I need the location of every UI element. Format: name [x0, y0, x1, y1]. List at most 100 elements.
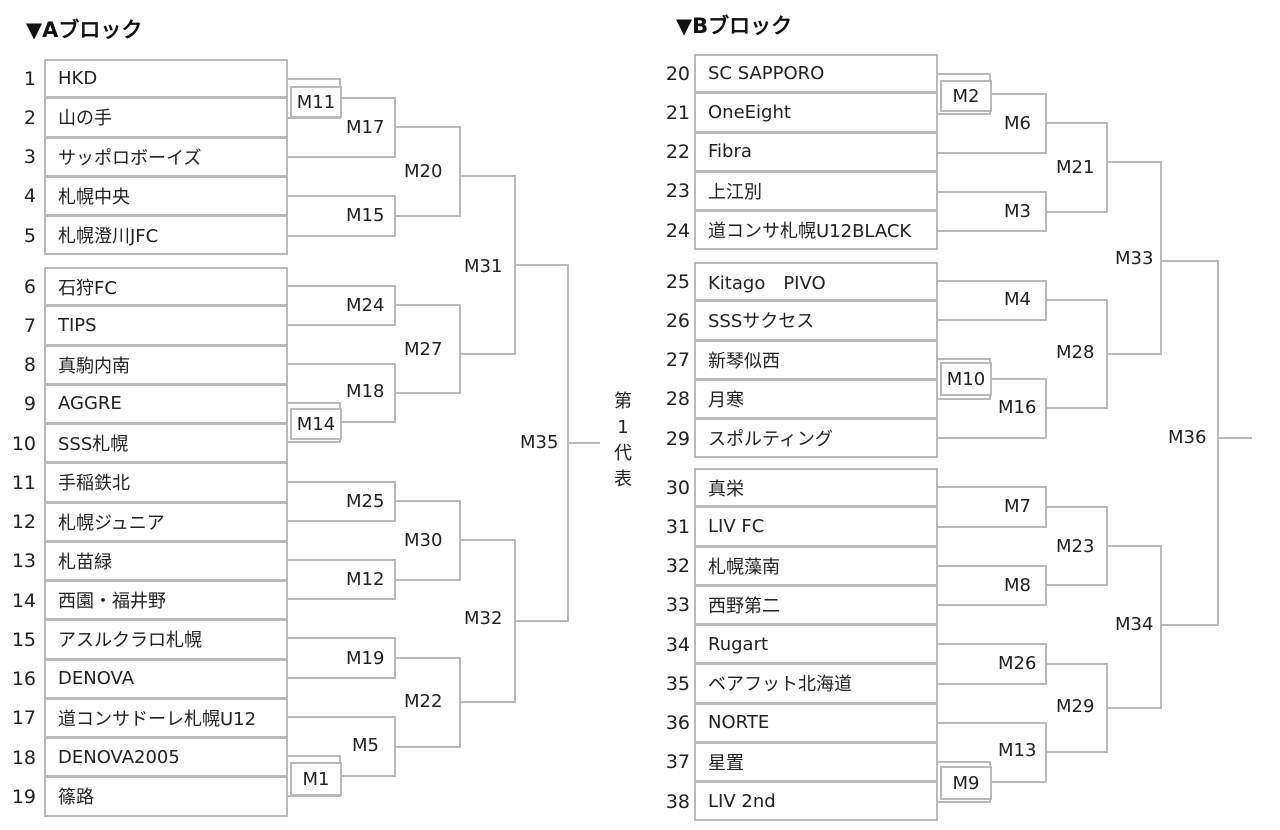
match-label: M21	[1056, 157, 1095, 178]
team-name: 真栄	[694, 468, 938, 508]
team-seed-number: 3	[23, 146, 36, 169]
team-seed-number: 6	[23, 275, 36, 298]
team-name: 札幌藻南	[694, 545, 938, 586]
team-name: 篠路	[44, 776, 288, 817]
team-seed-number: 18	[11, 746, 36, 769]
team-seed-number: 21	[665, 101, 690, 124]
team-seed-number: 20	[665, 62, 690, 85]
team-seed-number: 12	[11, 511, 36, 534]
match-label: M11	[290, 86, 342, 118]
team-seed-number: 23	[665, 180, 690, 203]
team-seed-number: 38	[665, 790, 690, 813]
connector-m36	[1161, 260, 1219, 626]
connector-m34	[1107, 545, 1162, 709]
team-name: スポルティング	[694, 418, 938, 459]
first-representative-char: 1	[617, 417, 629, 438]
match-label: M3	[1004, 201, 1031, 222]
match-label: M30	[404, 530, 443, 551]
team-seed-number: 31	[665, 515, 690, 538]
match-label: M14	[290, 408, 342, 440]
first-representative-char: 代	[614, 443, 632, 464]
team-name: ベアフット北海道	[694, 663, 938, 704]
team-seed-number: 22	[665, 141, 690, 164]
match-label: M27	[404, 339, 443, 360]
team-seed-number: 29	[665, 427, 690, 450]
team-seed-number: 24	[665, 219, 690, 242]
team-name: SC SAPPORO	[694, 54, 938, 94]
team-name: 星置	[694, 741, 938, 782]
match-label: M12	[346, 569, 385, 590]
team-seed-number: 19	[11, 785, 36, 808]
team-name: DENOVA2005	[44, 737, 288, 778]
team-seed-number: 14	[11, 589, 36, 612]
team-name: 西野第二	[694, 584, 938, 625]
team-seed-number: 5	[23, 224, 36, 247]
team-name: SSS札幌	[44, 423, 288, 464]
match-label: M26	[998, 653, 1037, 674]
team-name: 札幌中央	[44, 175, 288, 216]
team-name: 札幌澄川JFC	[44, 215, 288, 256]
team-name: OneEight	[694, 92, 938, 133]
team-name: 西園・福井野	[44, 580, 288, 621]
first-representative-char: 表	[614, 469, 632, 490]
match-label: M7	[1004, 496, 1031, 517]
block-a-title: ▼Aブロック	[26, 18, 143, 42]
match-label: M35	[520, 432, 559, 453]
match-label: M19	[346, 648, 385, 669]
team-name: 札幌ジュニア	[44, 501, 288, 542]
team-name: 道コンサ札幌U12BLACK	[694, 210, 938, 251]
team-name: TIPS	[44, 305, 288, 346]
team-name: 新琴似西	[694, 339, 938, 380]
match-label: M29	[1056, 696, 1095, 717]
match-label: M34	[1115, 614, 1154, 635]
team-seed-number: 9	[23, 393, 36, 416]
team-name: LIV 2nd	[694, 781, 938, 822]
team-name: Kitago PIVO	[694, 262, 938, 302]
team-seed-number: 26	[665, 309, 690, 332]
connector-m21	[1046, 122, 1108, 213]
block-b-title: ▼Bブロック	[676, 14, 793, 38]
match-label: M18	[346, 381, 385, 402]
match-label: M10	[940, 362, 992, 396]
match-label: M20	[404, 161, 443, 182]
match-label: M2	[940, 80, 992, 112]
match-label: M25	[346, 491, 385, 512]
team-seed-number: 28	[665, 388, 690, 411]
connector-m20	[395, 126, 461, 217]
match-label: M28	[1056, 342, 1095, 363]
team-seed-number: 17	[11, 707, 36, 730]
team-seed-number: 2	[23, 106, 36, 129]
match-label: M6	[1004, 113, 1031, 134]
team-name: LIV FC	[694, 506, 938, 547]
team-seed-number: 27	[665, 349, 690, 372]
team-name: Rugart	[694, 624, 938, 665]
team-seed-number: 13	[11, 550, 36, 573]
match-label: M24	[346, 295, 385, 316]
team-name: Fibra	[694, 131, 938, 172]
match-label: M9	[940, 766, 992, 800]
match-label: M13	[998, 740, 1037, 761]
team-name: AGGRE	[44, 383, 288, 424]
team-seed-number: 25	[665, 270, 690, 293]
match-label: M8	[1004, 575, 1031, 596]
team-seed-number: 15	[11, 628, 36, 651]
team-name: SSSサクセス	[694, 300, 938, 341]
team-name: サッポロボーイズ	[44, 136, 288, 177]
team-name: HKD	[44, 59, 288, 99]
team-name: 手稲鉄北	[44, 462, 288, 503]
team-seed-number: 7	[23, 314, 36, 337]
team-name: アスルクラロ札幌	[44, 619, 288, 660]
match-label: M32	[464, 608, 503, 629]
team-seed-number: 37	[665, 751, 690, 774]
team-name: 石狩FC	[44, 267, 288, 307]
match-label: M17	[346, 117, 385, 138]
team-seed-number: 32	[665, 555, 690, 578]
team-seed-number: 30	[665, 476, 690, 499]
team-seed-number: 35	[665, 672, 690, 695]
team-seed-number: 11	[11, 471, 36, 494]
match-label: M5	[352, 735, 379, 756]
match-label: M15	[346, 205, 385, 226]
team-seed-number: 16	[11, 668, 36, 691]
